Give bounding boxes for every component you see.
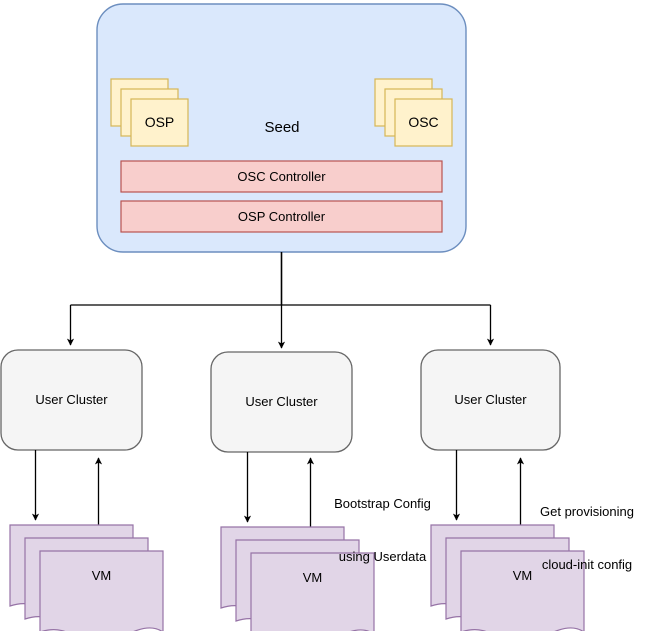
osp-card-stack	[110, 78, 189, 147]
vm-stack-3	[430, 524, 585, 631]
user-cluster-box-2	[210, 351, 353, 453]
osc-controller-bar	[120, 160, 443, 193]
vm-1-front	[39, 550, 164, 631]
vm-3-front	[460, 550, 585, 631]
vm-stack-1	[9, 524, 164, 631]
user-cluster-box-3	[420, 349, 561, 451]
osp-card-front	[130, 98, 189, 147]
osp-controller-bar	[120, 200, 443, 233]
osc-card-stack	[374, 78, 453, 147]
vm-stack-2	[220, 526, 375, 631]
vm-2-front	[250, 552, 375, 631]
osc-card-front	[394, 98, 453, 147]
user-cluster-box-1	[0, 349, 143, 451]
